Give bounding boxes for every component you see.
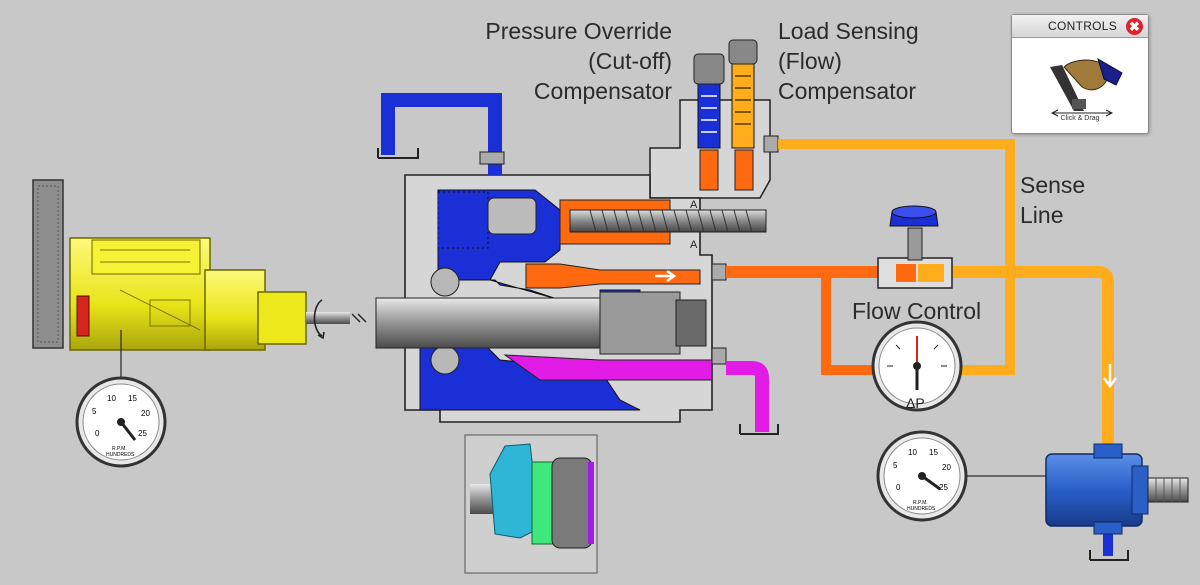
sense-line-label: Sense Line [1020, 170, 1100, 230]
engine-tick-10: 10 [107, 394, 116, 403]
motor-rpm-gauge: 0 5 10 15 20 25 R.P.M. HUNDREDS [876, 430, 968, 522]
delta-p-label: ΔP [906, 395, 925, 411]
port-a-label-2: A [690, 239, 698, 251]
hydraulic-motor [1045, 443, 1189, 535]
radiator-core [37, 185, 59, 343]
pressure-lines [726, 139, 1129, 561]
engine [32, 179, 367, 351]
pump-body: A A [375, 39, 779, 423]
motor-shaft [1147, 477, 1189, 503]
load-sensing-label: Load Sensing (Flow) Compensator [778, 16, 938, 106]
red-filter [76, 295, 90, 337]
bearing-top [430, 267, 460, 297]
bellhousing [257, 291, 307, 345]
pistons [531, 461, 555, 545]
flow-arrow-icon [655, 269, 677, 283]
supply-pipe [381, 93, 502, 175]
transmission [204, 269, 266, 351]
sense-line [778, 139, 1015, 375]
port-a-label-1: A [690, 199, 698, 211]
servo-piston [487, 197, 537, 235]
drive-shaft [306, 312, 350, 324]
downstream-line [952, 266, 1114, 462]
controls-panel[interactable]: CONTROLS ✖ Click & Drag [1011, 14, 1149, 134]
engine-tick-15: 15 [128, 394, 137, 403]
controls-title: CONTROLS [1048, 19, 1118, 33]
sense-line-line-1: Sense [1020, 172, 1086, 198]
down-arrow-icon [1103, 364, 1117, 389]
shaft-end [675, 299, 707, 347]
return-channel [503, 354, 713, 381]
engine-tick-25: 25 [138, 429, 147, 438]
load-sensing-line-3: Compensator [778, 78, 917, 104]
motor-gauge-caption-2: HUNDREDS [907, 506, 936, 512]
pressure-override-line-3: Compensator [533, 78, 672, 104]
controls-header[interactable]: CONTROLS ✖ [1012, 15, 1148, 38]
motor-gauge-caption-1: R.P.M. [913, 500, 928, 506]
return-line [726, 361, 769, 432]
sense-line-line-2: Line [1020, 202, 1064, 228]
rotation-arrow-icon [313, 299, 323, 337]
flow-control-valve[interactable] [877, 205, 953, 289]
outlet-channel [525, 263, 701, 289]
pressure-override-line-1: Pressure Override [485, 18, 672, 44]
engine-tick-0: 0 [95, 429, 100, 438]
engine-tick-5: 5 [92, 407, 97, 416]
motor-tick-20: 20 [942, 463, 951, 472]
pressure-override-line-2: (Cut-off) [588, 48, 672, 74]
swashplate-inset [464, 434, 598, 574]
engine-tick-20: 20 [141, 409, 150, 418]
bearing-bottom [430, 345, 460, 375]
pressure-override-spring [697, 81, 721, 149]
motor-tick-10: 10 [908, 448, 917, 457]
pressure-plug [437, 191, 489, 249]
motor-tick-25: 25 [939, 483, 948, 492]
close-icon[interactable]: ✖ [1126, 18, 1143, 35]
drag-hint: Click & Drag [1060, 115, 1100, 122]
motor-tick-5: 5 [893, 461, 898, 470]
swashplate [489, 443, 541, 539]
engine-head [91, 239, 201, 275]
load-sensing-line-2: (Flow) [778, 48, 842, 74]
delta-p-gauge: ΔP [871, 320, 963, 412]
cylinder-block [599, 291, 681, 355]
motor-tick-15: 15 [929, 448, 938, 457]
load-sensing-line-1: Load Sensing [778, 18, 919, 44]
motor-tick-0: 0 [896, 483, 901, 492]
load-sensing-spring [731, 59, 755, 149]
throttle-pedal-icon[interactable] [1012, 37, 1148, 117]
engine-rpm-gauge: 0 5 10 15 20 25 R.P.M. HUNDREDS [75, 376, 167, 468]
pressure-override-label: Pressure Override (Cut-off) Compensator [470, 16, 672, 106]
flow-control-label: Flow Control [852, 298, 982, 324]
engine-gauge-caption-1: R.P.M. [112, 446, 127, 452]
bypass-line [821, 272, 880, 375]
engine-gauge-caption-2: HUNDREDS [106, 452, 135, 458]
